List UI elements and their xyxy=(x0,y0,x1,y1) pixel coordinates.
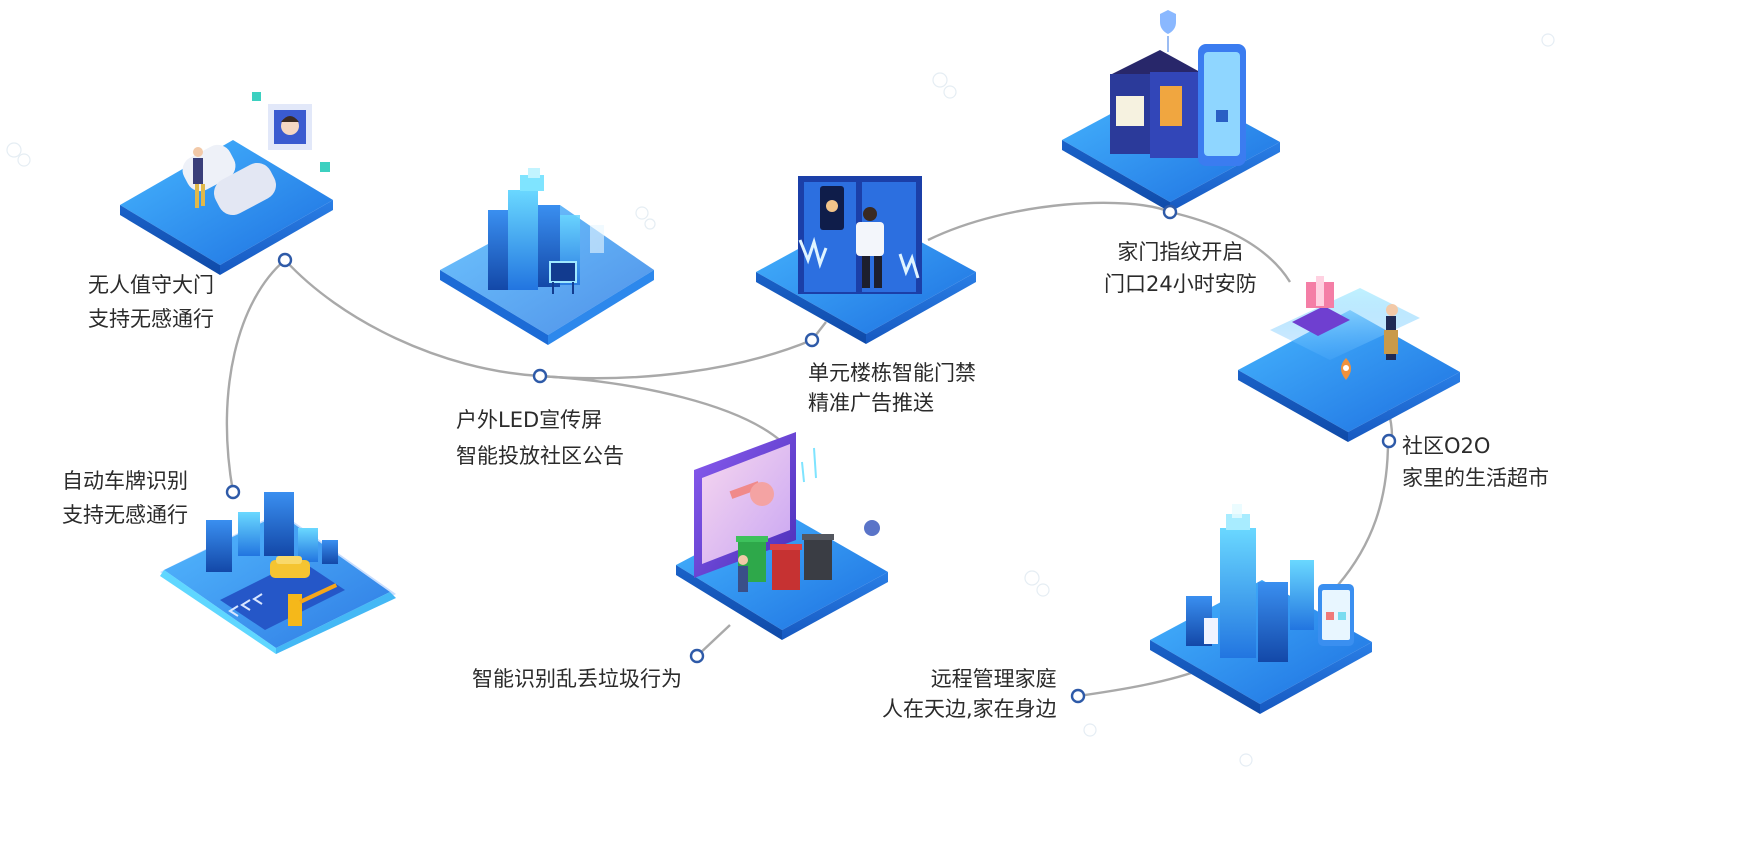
node-led xyxy=(532,368,548,384)
label-line: 无人值守大门 xyxy=(88,273,214,297)
label-line: 自动车牌识别 xyxy=(62,469,188,493)
label-line: 社区O2O xyxy=(1402,434,1491,458)
unit-door-access-icon xyxy=(756,176,976,344)
label-line: 单元楼栋智能门禁 xyxy=(808,361,976,385)
label-plate: 自动车牌识别 支持无感通行 xyxy=(62,464,188,532)
faint-ring-icon xyxy=(6,142,31,167)
label-line: 支持无感通行 xyxy=(88,307,214,331)
faint-ring-icon xyxy=(635,206,656,230)
label-line: 精准广告推送 xyxy=(808,391,934,415)
label-led: 户外LED宣传屏 智能投放社区公告 xyxy=(456,402,624,474)
smart-garbage-bins-icon xyxy=(676,432,888,640)
label-line: 人在天边,家在身边 xyxy=(882,697,1057,721)
faint-ring-icon xyxy=(932,72,957,99)
node-o2o xyxy=(1381,433,1397,449)
node-unit-access xyxy=(804,332,820,348)
label-garbage: 智能识别乱丢垃圾行为 xyxy=(472,662,682,696)
community-o2o-shopping-icon xyxy=(1238,276,1460,442)
background-decorations xyxy=(6,33,1555,767)
faint-ring-icon xyxy=(1239,753,1253,767)
remote-home-management-icon xyxy=(1150,504,1372,714)
label-line: 户外LED宣传屏 xyxy=(456,408,603,432)
label-unit-access: 单元楼栋智能门禁 精准广告推送 xyxy=(808,358,976,418)
faint-ring-icon xyxy=(1024,570,1050,597)
node-home-door xyxy=(1162,204,1178,220)
label-o2o: 社区O2O 家里的生活超市 xyxy=(1402,430,1549,494)
node-gate xyxy=(277,252,293,268)
label-line: 远程管理家庭 xyxy=(930,667,1057,691)
label-line: 家里的生活超市 xyxy=(1402,466,1549,490)
label-remote: 远程管理家庭 人在天边,家在身边 xyxy=(882,664,1057,724)
node-plate xyxy=(225,484,241,500)
label-home-door: 家门指纹开启 门口24小时安防 xyxy=(1104,236,1257,300)
connector-nodes xyxy=(225,204,1397,704)
faint-ring-icon xyxy=(1083,723,1097,737)
label-line: 门口24小时安防 xyxy=(1104,272,1257,296)
turnstile-gate-face-recognition-icon xyxy=(120,92,333,275)
license-plate-barrier-icon xyxy=(160,492,396,654)
faint-ring-icon xyxy=(1541,33,1555,47)
outdoor-led-building-icon xyxy=(440,168,654,345)
label-gate: 无人值守大门 支持无感通行 xyxy=(88,268,214,336)
node-garbage xyxy=(689,648,705,664)
home-fingerprint-lock-icon xyxy=(1062,10,1280,212)
label-line: 智能识别乱丢垃圾行为 xyxy=(472,667,682,691)
label-line: 智能投放社区公告 xyxy=(456,444,624,468)
label-line: 家门指纹开启 xyxy=(1117,240,1244,264)
label-line: 支持无感通行 xyxy=(62,503,188,527)
node-remote xyxy=(1070,688,1086,704)
